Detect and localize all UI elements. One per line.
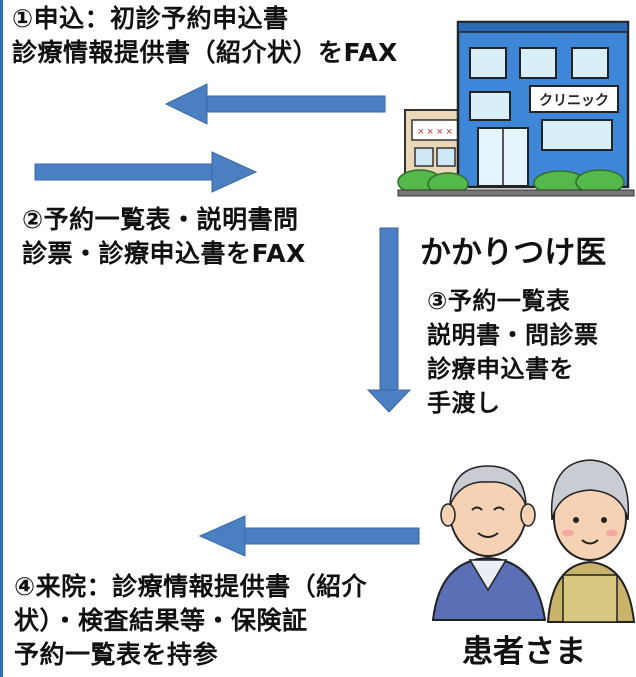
step3-line4: 手渡し (427, 389, 501, 417)
arrow-left-1 (164, 83, 386, 125)
step3-text: ③予約一覧表 説明書・問診票 診療申込書を 手渡し (427, 284, 599, 420)
step2-line2: 診票・診療申込書をFAX (22, 239, 306, 268)
elderly-man-figure (431, 465, 547, 621)
patients-label: 患者さま (462, 634, 586, 670)
step4-line3: 予約一覧表を持参 (14, 640, 219, 669)
arrow-left-4 (198, 515, 420, 557)
clinic-building-illustration: × × × × クリニック (397, 20, 635, 197)
step4-text: ④来院：診療情報提供書（紹介 状）・検査結果等・保険証 予約一覧表を持参 (14, 570, 367, 672)
arrow-right-2 (34, 151, 258, 193)
elderly-woman-figure (546, 459, 636, 623)
step4-line1: ④来院：診療情報提供書（紹介 (14, 572, 368, 601)
step2-line1: ②予約一覧表・説明書問 (22, 205, 299, 234)
step1-text: ①申込：初診予約申込書 診療情報提供書（紹介状）をFAX (12, 2, 398, 70)
clinic-sign-text: クリニック (539, 92, 609, 108)
left-border-line (0, 0, 3, 677)
step3-line2: 説明書・問診票 (427, 321, 599, 349)
step4-line2: 状）・検査結果等・保険証 (14, 606, 308, 635)
step1-line1: ①申込：初診予約申込書 (12, 4, 289, 33)
step3-line3: 診療申込書を (427, 355, 574, 383)
patients-illustration (431, 459, 636, 623)
clinic-small-sign: × × × × (418, 126, 453, 138)
clinic-label: かかりつけ医 (420, 235, 607, 271)
step2-text: ②予約一覧表・説明書問 診票・診療申込書をFAX (22, 203, 306, 271)
step3-line1: ③予約一覧表 (427, 287, 571, 315)
step1-line2: 診療情報提供書（紹介状）をFAX (12, 38, 398, 67)
arrow-down-3 (366, 227, 412, 413)
